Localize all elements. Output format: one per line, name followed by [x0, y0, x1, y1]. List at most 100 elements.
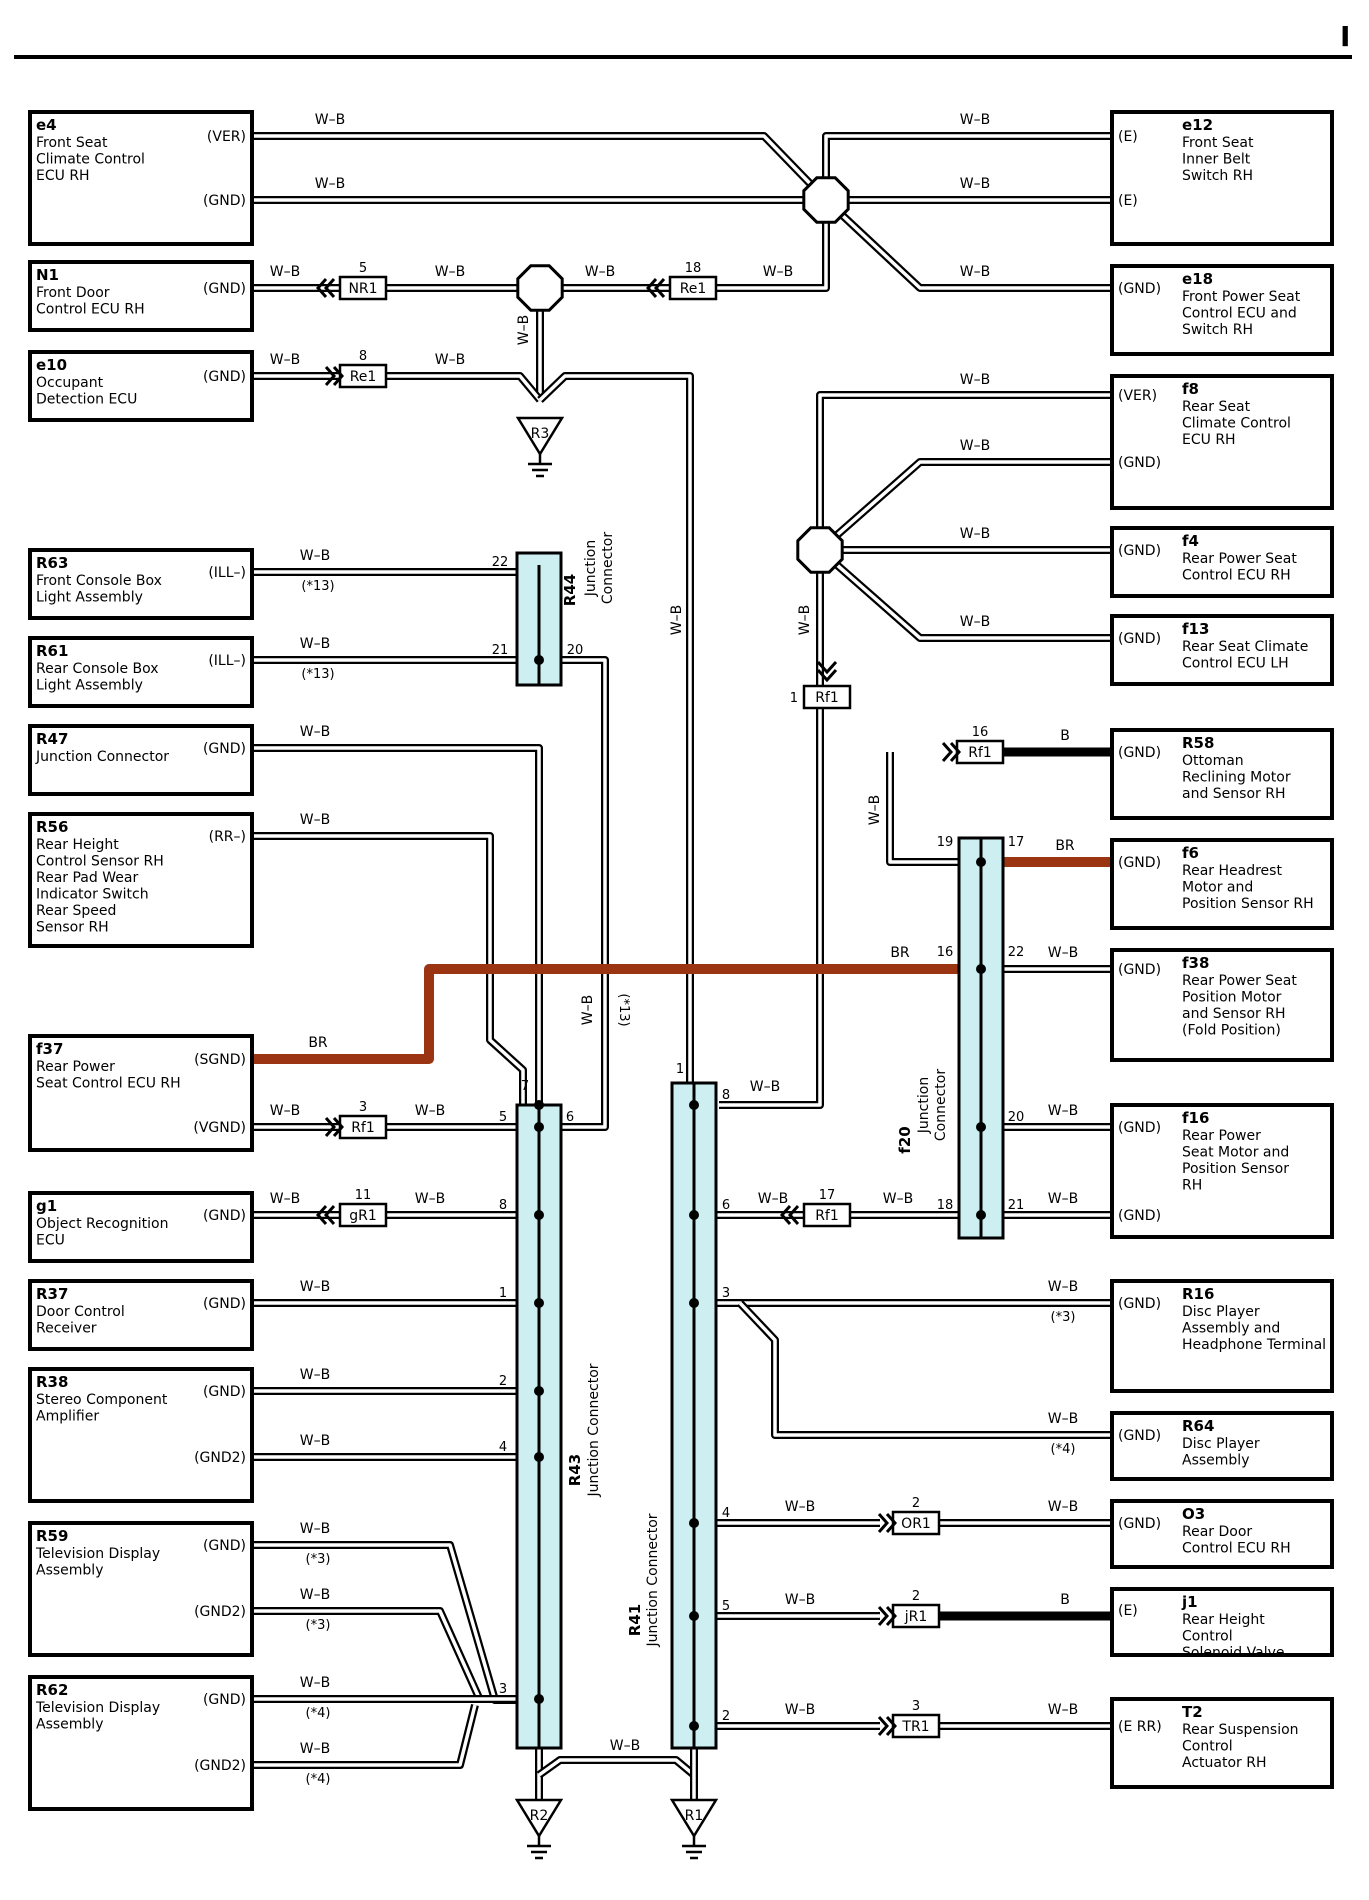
component-e10-2-term-0: (GND) — [203, 369, 246, 385]
component-o3-r-11-name-0: Rear Door — [1182, 1524, 1252, 1540]
component-f38-r-7-name-3: (Fold Position) — [1182, 1023, 1281, 1039]
component-e18-r-1-name-2: Switch RH — [1182, 322, 1253, 338]
wire-r41-1-outline — [537, 372, 694, 1083]
wire-label-wb-16: W–B — [300, 636, 330, 652]
component-f37-7-id: f37 — [36, 1040, 63, 1058]
component-r16-r-9-name-1: Assembly and — [1182, 1321, 1280, 1337]
component-t2-r-13-term-0: (E RR) — [1118, 1719, 1162, 1735]
component-r16-r-9-id: R16 — [1182, 1285, 1214, 1303]
component-r62-12 — [28, 1675, 254, 1811]
inline-rf1-17-arrow2 — [787, 1205, 800, 1225]
inline-tr1-id: TR1 — [901, 1719, 929, 1735]
inline-tr1-arrow — [877, 1716, 890, 1736]
pin-f20-22: 22 — [1008, 945, 1025, 960]
wire-r59-gnd2 — [252, 1609, 482, 1701]
component-f8-r-2-name-0: Rear Seat — [1182, 399, 1251, 415]
ground-r2-triangle — [514, 1798, 564, 1839]
component-r59-11-id: R59 — [36, 1527, 68, 1545]
wire-r2-r1-bridge — [537, 1758, 696, 1800]
wire-f8-gnd — [818, 460, 1110, 552]
component-r56-6-name-1: Control Sensor RH — [36, 854, 164, 870]
component-r37-9-term-0: (GND) — [203, 1296, 246, 1312]
splice-dot-4 — [534, 1298, 544, 1308]
pin-f20-18: 18 — [937, 1198, 954, 1213]
splice-dot-1 — [534, 1100, 544, 1110]
component-e18-r-1-name-0: Front Power Seat — [1182, 289, 1301, 305]
component-n1-1 — [28, 260, 254, 332]
inline-re1-18-body — [668, 275, 718, 301]
wire-label-wb-23: W–B — [300, 1279, 330, 1295]
component-e4-0-name-1: Climate Control — [36, 152, 145, 168]
inline-jr1-arrow — [877, 1606, 890, 1626]
component-f6-r-6-name-1: Motor and — [1182, 880, 1253, 896]
component-f8-r-2-id: f8 — [1182, 380, 1199, 398]
splice-dot-5 — [534, 1386, 544, 1396]
component-f13-r-4 — [1110, 614, 1334, 686]
inline-gr1-body — [338, 1202, 388, 1228]
ground-r3-triangle — [515, 416, 565, 457]
inline-jr1-id: jR1 — [904, 1609, 928, 1625]
component-e12-r-0-id: e12 — [1182, 116, 1213, 134]
wire-r59-gnd — [252, 1543, 539, 1702]
splice-point-f8 — [796, 526, 844, 574]
component-r63-3-term-0: (ILL–) — [208, 565, 246, 581]
component-r58-r-5-name-2: and Sensor RH — [1182, 786, 1285, 802]
component-n1-1-id: N1 — [36, 266, 59, 284]
pin-f20-19: 19 — [937, 835, 954, 850]
component-e12-r-0-term-1: (E) — [1118, 193, 1138, 209]
component-e10-2 — [28, 350, 254, 422]
component-e12-r-0-term-0: (E) — [1118, 129, 1138, 145]
component-r56-6-id: R56 — [36, 818, 68, 836]
ground-r3-label: R3 — [531, 426, 550, 442]
wire-label-wb-24: W–B — [300, 1367, 330, 1383]
component-j1-r-12-term-0: (E) — [1118, 1603, 1138, 1619]
component-r56-6-name-4: Rear Speed — [36, 903, 116, 919]
component-r58-r-5-term-0: (GND) — [1118, 745, 1161, 761]
component-e4-0-name-2: ECU RH — [36, 168, 90, 184]
component-r61-4-term-0: (ILL–) — [208, 653, 246, 669]
component-e18-r-1-id: e18 — [1182, 270, 1213, 288]
pin-r43-1: 1 — [499, 1286, 507, 1301]
component-r58-r-5-name-0: Ottoman — [1182, 753, 1244, 769]
inline-re1-18-arrow — [645, 278, 658, 298]
wire-label-wb-36: W–B — [1048, 1499, 1078, 1515]
component-f16-r-8-name-3: RH — [1182, 1178, 1202, 1194]
component-r37-9-id: R37 — [36, 1285, 68, 1303]
wire-label-wb-21: W–B — [270, 1191, 300, 1207]
component-r63-3 — [28, 548, 254, 620]
wire-f20-19-rf1 — [888, 752, 981, 864]
component-e4-0-term-0: (VER) — [207, 129, 246, 145]
wire-label-wb-19: W–B — [270, 1103, 300, 1119]
wire-f8-ver — [818, 393, 1110, 550]
wire-label-wb-13: W–B — [960, 526, 990, 542]
component-r64-r-10-name-0: Disc Player — [1182, 1436, 1260, 1452]
wire-label-br-0: BR — [308, 1035, 328, 1051]
inline-connectors: NR15Re118Re18Rf116Rf13gR111Rf117OR12jR12… — [315, 261, 1005, 1739]
inline-re1-18-pin: 18 — [685, 261, 702, 276]
inline-rf1-17-body — [802, 1202, 852, 1228]
wire-label-wb-v4: W–B — [867, 795, 883, 825]
component-f37-7-term-0: (SGND) — [194, 1052, 246, 1068]
inline-rf1-16-id: Rf1 — [968, 745, 992, 761]
splice-dot-13 — [689, 1721, 699, 1731]
wire-label-wb-11: W–B — [960, 372, 990, 388]
inline-jr1-pin: 2 — [912, 1589, 920, 1604]
component-r63-3-name-1: Light Assembly — [36, 590, 143, 606]
wire-label-wb-29: W–B — [300, 1741, 330, 1757]
wire-r64 — [738, 1301, 1110, 1437]
wire-r62-gnd2-outline — [252, 1704, 479, 1769]
ground-r1-label: R1 — [685, 1808, 704, 1824]
inline-re1-18-id: Re1 — [680, 281, 707, 297]
component-f16-r-8 — [1110, 1103, 1334, 1239]
wire-label-wb-43: W–B — [610, 1738, 640, 1754]
component-r56-6 — [28, 812, 254, 948]
wire-label-wb-35: W–B — [785, 1499, 815, 1515]
component-f8-r-2-name-2: ECU RH — [1182, 432, 1236, 448]
component-f6-r-6-name-0: Rear Headrest — [1182, 863, 1282, 879]
inline-nr1-body — [338, 275, 388, 301]
splice-dot-2 — [534, 1122, 544, 1132]
component-f16-r-8-name-2: Position Sensor — [1182, 1161, 1289, 1177]
wire-label-wb-v2: W–B — [797, 605, 813, 635]
inline-or1-arrow — [877, 1513, 890, 1533]
component-j1-r-12 — [1110, 1587, 1334, 1657]
